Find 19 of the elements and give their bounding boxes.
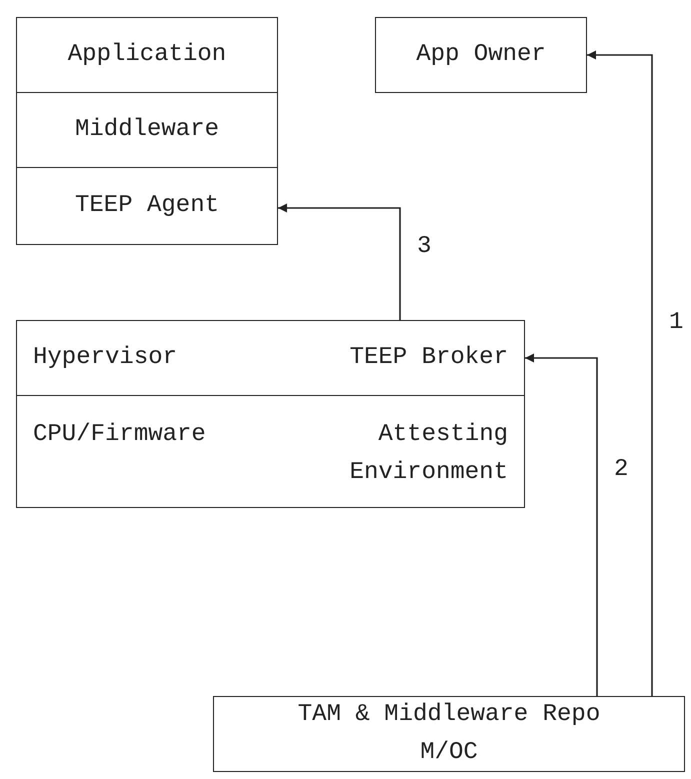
process-box	[16, 167, 278, 245]
arrow	[587, 50, 653, 696]
box-text: TEEP Agent	[74, 191, 220, 221]
process-box	[16, 17, 278, 93]
process-box	[16, 395, 525, 508]
box-text: CPU/Firmware	[33, 420, 206, 450]
box-text: Application	[68, 40, 226, 70]
arrow	[525, 354, 598, 696]
box-text: TAM & Middleware Repo M/OC	[296, 700, 602, 768]
box-text: Attesting Environment	[348, 420, 508, 488]
box-text: Middleware	[74, 115, 220, 145]
box-text: Hypervisor	[33, 343, 178, 373]
arrow	[278, 204, 401, 320]
box-text: App Owner	[416, 40, 546, 70]
process-box	[16, 320, 525, 396]
process-box	[16, 92, 278, 168]
process-box	[375, 17, 587, 93]
box-text: TEEP Broker	[350, 343, 508, 373]
process-box	[213, 696, 685, 772]
